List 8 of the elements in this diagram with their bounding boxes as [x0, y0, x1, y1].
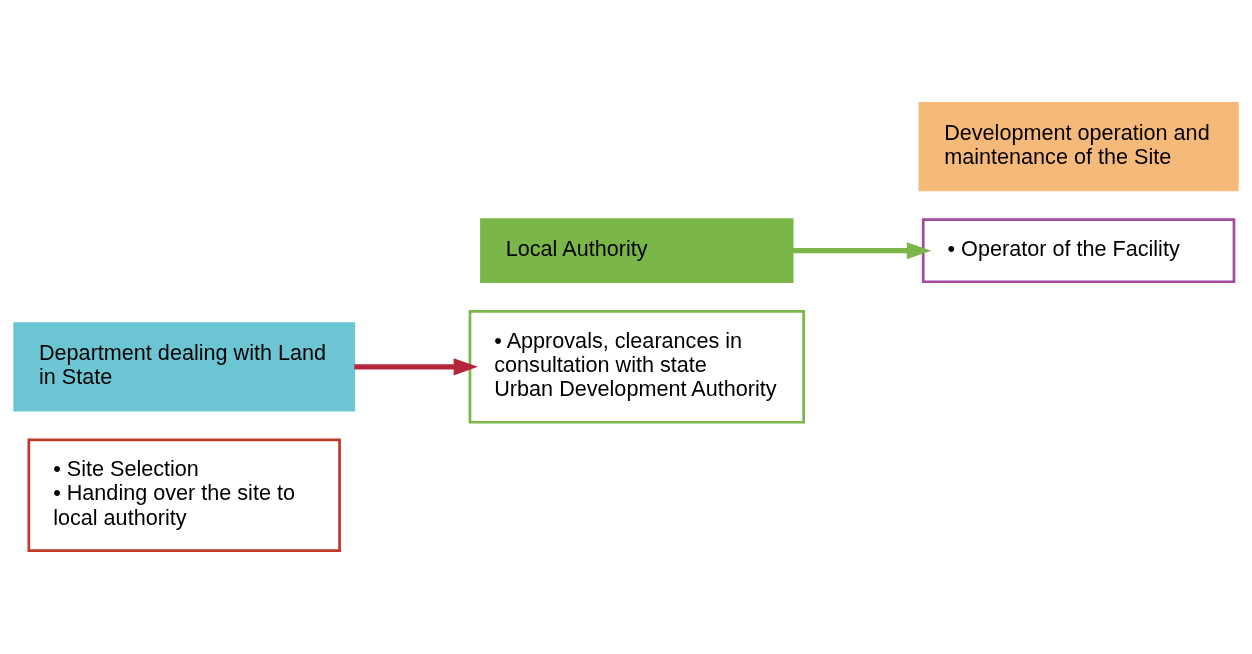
node-box: Development operation and maintenance of the Site	[918, 102, 1239, 192]
arrow	[354, 358, 478, 376]
node-box: Department dealing with Land in State	[13, 322, 356, 412]
arrow	[792, 242, 932, 260]
node-box: Local Authority	[480, 218, 794, 284]
node-box: • Approvals, clearances in consultation with state Urban Development Authority	[468, 310, 805, 424]
node-box: • Operator of the Facility	[921, 218, 1236, 284]
node-box: • Site Selection • Handing over the site to local authority	[27, 438, 341, 552]
